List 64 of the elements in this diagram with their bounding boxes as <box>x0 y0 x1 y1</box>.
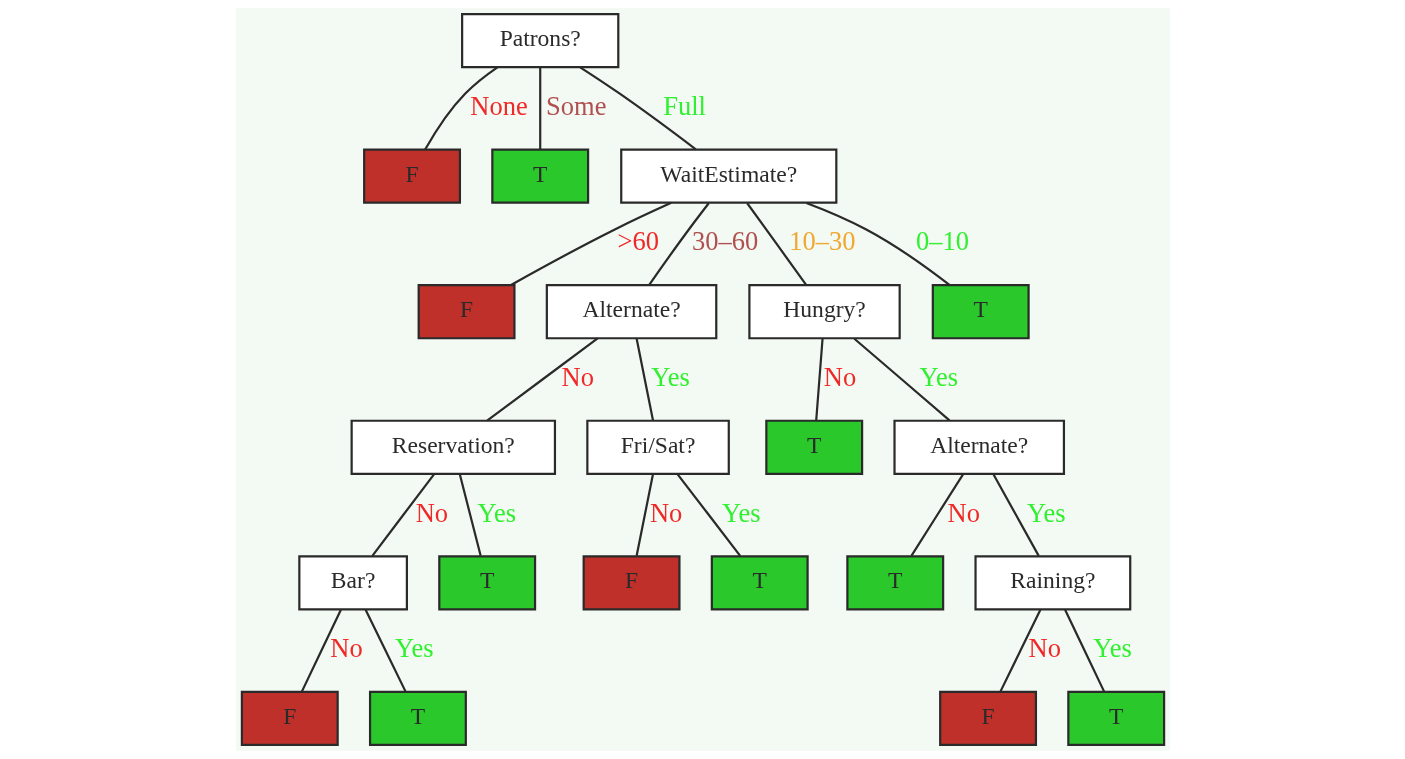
edge-label: No <box>415 497 448 528</box>
node-box: Alternate? <box>892 419 1065 475</box>
edge-label: >60 <box>616 226 659 257</box>
edge-label: No <box>649 497 682 528</box>
edge-label: Yes <box>1092 633 1132 664</box>
node-box: Reservation? <box>350 419 556 475</box>
edge-label: Yes <box>1026 497 1066 528</box>
node-box: F <box>240 690 339 746</box>
connector <box>909 473 964 557</box>
connector <box>1063 609 1105 692</box>
connector <box>635 474 654 557</box>
connector <box>805 201 950 286</box>
connector <box>676 473 741 557</box>
node-box: Bar? <box>297 555 408 611</box>
node-box: F <box>417 284 516 340</box>
connector <box>300 609 342 692</box>
connector <box>458 474 482 557</box>
edge-label: 10–30 <box>788 226 855 257</box>
connector <box>999 609 1041 692</box>
edge-label: Full <box>662 90 706 121</box>
connector <box>423 66 498 151</box>
connector <box>485 337 598 422</box>
edge-label: Yes <box>721 497 761 528</box>
edge-label: 30–60 <box>691 226 758 257</box>
edge-label: Yes <box>918 361 958 392</box>
edge-label: Yes <box>394 633 434 664</box>
connector <box>635 338 654 421</box>
node-box: F <box>362 148 461 204</box>
edge-label: No <box>561 361 594 392</box>
edge-label: None <box>469 90 528 121</box>
connector <box>579 66 696 151</box>
node-box: T <box>710 555 809 611</box>
node-box: WaitEstimate? <box>619 148 837 204</box>
edge-label: No <box>823 361 856 392</box>
node-box: T <box>764 419 863 475</box>
connector <box>853 337 950 422</box>
connector <box>364 609 406 692</box>
node-box: Patrons? <box>460 13 619 69</box>
edge-label: No <box>329 633 363 664</box>
edge-label: No <box>1028 633 1061 664</box>
node-box: Alternate? <box>545 284 717 340</box>
connector <box>371 473 435 557</box>
node-box: T <box>368 690 467 746</box>
connector <box>991 473 1040 557</box>
node-box: Raining? <box>973 555 1131 611</box>
edge-label: Yes <box>650 361 690 392</box>
node-box: T <box>490 148 589 204</box>
node-box: T <box>845 555 944 611</box>
connector <box>510 201 672 286</box>
edge-label: Yes <box>476 497 516 528</box>
node-box: T <box>1066 690 1165 746</box>
node-box: F <box>938 690 1037 746</box>
edge-label: Some <box>545 90 606 121</box>
edge-label: 0–10 <box>915 226 969 257</box>
node-box: T <box>931 284 1030 340</box>
connector <box>745 202 807 286</box>
edge-label: No <box>947 497 980 528</box>
connector <box>538 67 541 150</box>
node-box: Hungry? <box>747 284 901 340</box>
node-box: T <box>437 555 536 611</box>
connector <box>648 202 710 286</box>
node-box: F <box>582 555 681 611</box>
connector <box>814 338 824 421</box>
node-box: Fri/Sat? <box>585 419 730 475</box>
